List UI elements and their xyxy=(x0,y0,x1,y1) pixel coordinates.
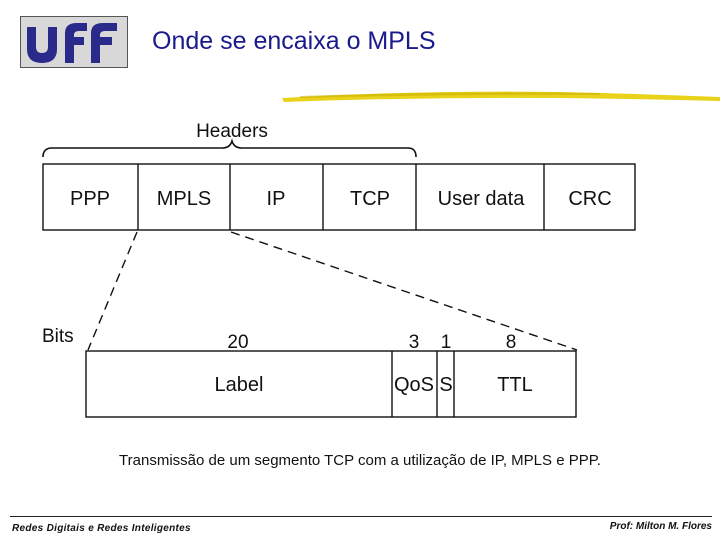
headers-label: Headers xyxy=(196,121,268,142)
packet-field-user-data: User data xyxy=(438,188,526,210)
expansion-line-right xyxy=(230,231,578,351)
mpls-field-qos: QoS xyxy=(394,374,434,396)
mpls-header-diagram: Headers PPP MPLS IP TCP User data CRC Bi… xyxy=(42,121,636,418)
title-underline-rule xyxy=(282,91,720,102)
footer-course: Redes Digitais e Redes Inteligentes xyxy=(12,523,191,534)
bits-count-s: 1 xyxy=(441,332,452,353)
mpls-field-label: Label xyxy=(215,374,264,396)
packet-field-mpls: MPLS xyxy=(157,188,211,210)
bits-label: Bits xyxy=(42,326,74,347)
bits-count-ttl: 8 xyxy=(506,332,517,353)
uff-logo xyxy=(20,16,128,68)
bits-count-label: 20 xyxy=(227,332,248,353)
packet-box xyxy=(42,163,636,231)
mpls-header-box xyxy=(85,350,577,418)
headers-brace xyxy=(42,138,417,158)
packet-field-tcp: TCP xyxy=(350,188,390,210)
uff-logo-mark xyxy=(27,23,117,63)
expansion-line-left xyxy=(87,231,138,351)
mpls-field-ttl: TTL xyxy=(497,374,533,396)
footer-divider xyxy=(10,516,712,517)
figure-caption: Transmissão de um segmento TCP com a uti… xyxy=(119,452,601,469)
packet-field-ppp: PPP xyxy=(70,188,110,210)
packet-field-ip: IP xyxy=(267,188,286,210)
slide-title: Onde se encaixa o MPLS xyxy=(152,27,436,55)
mpls-field-s: S xyxy=(439,374,452,396)
packet-field-crc: CRC xyxy=(568,188,611,210)
bits-count-qos: 3 xyxy=(409,332,420,353)
footer-author: Prof: Milton M. Flores xyxy=(609,521,712,532)
